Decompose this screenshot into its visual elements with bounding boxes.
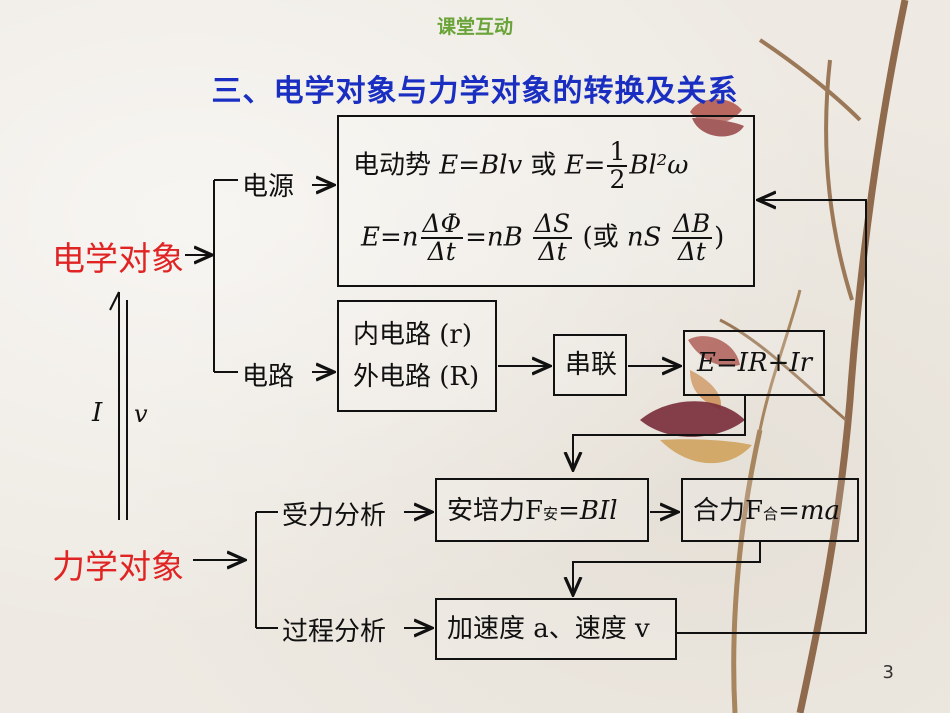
paren-close: ) [714, 222, 725, 253]
electric-object-label: 电学对象 [52, 239, 184, 278]
frac-den: Δt [538, 237, 567, 267]
ampere-force-text: 安培力F安=BIl [447, 494, 618, 529]
circuit-box: 内电路 (r) 外电路 (R) [337, 300, 497, 412]
series-text: 串联 [565, 350, 618, 380]
velocity-symbol: v [134, 400, 148, 428]
kirchhoff-box: E=IR+Ir [683, 330, 825, 396]
page-title: 三、电学对象与力学对象的转换及关系 [211, 74, 739, 109]
emf-faraday-lhs: E=n [361, 222, 419, 253]
net-rhs: =ma [778, 496, 841, 526]
frac-den: 2 [609, 165, 626, 195]
net-prefix: 合力F [693, 496, 764, 526]
frac-num: ΔB [671, 209, 713, 240]
net-force-box: 合力F合=ma [681, 478, 859, 542]
frac-den: Δt [427, 237, 456, 267]
net-force-text: 合力F合=ma [693, 494, 840, 529]
emf-faraday-mid: =nB [465, 222, 523, 253]
kirchhoff-text: E=IR+Ir [697, 348, 813, 378]
outer-circuit-text: 外电路 (R) [353, 362, 480, 392]
acceleration-text: 加速度 a、速度 v [447, 614, 650, 644]
emf-formula-blv: E=Blv [439, 150, 523, 181]
ampere-rhs: =BIl [558, 496, 618, 526]
page-number: 3 [882, 662, 894, 683]
header-label: 课堂互动 [436, 16, 513, 38]
source-label: 电源 [242, 172, 295, 202]
inner-circuit-text: 内电路 (r) [353, 320, 472, 350]
acceleration-box: 加速度 a、速度 v [435, 598, 677, 660]
mechanical-object-label: 力学对象 [52, 547, 184, 586]
frac-num: 1 [607, 137, 628, 168]
frac-den: Δt [677, 237, 706, 267]
frac-num: ΔΦ [420, 209, 464, 240]
circuit-label: 电路 [242, 362, 295, 392]
emf-or: 或 [530, 150, 557, 181]
ampere-prefix: 安培力F [447, 496, 544, 526]
emf-prefix: 电动势 [353, 150, 432, 181]
current-symbol: I [92, 398, 103, 428]
emf-or-2: 或 [592, 222, 619, 253]
butterfly-icon [688, 336, 740, 410]
ampere-force-box: 安培力F安=BIl [435, 478, 649, 542]
emf-rotating-lhs: E= [564, 150, 606, 181]
paren-open: ( [582, 222, 593, 253]
butterfly-icon [640, 401, 752, 464]
butterfly-icon [690, 98, 744, 137]
series-box: 串联 [553, 334, 627, 396]
process-analysis-label: 过程分析 [282, 617, 387, 647]
force-analysis-label: 受力分析 [282, 501, 387, 531]
frac-num: ΔS [532, 209, 573, 240]
emf-rotating-rhs: Bl²ω [629, 150, 689, 181]
emf-ns: nS [626, 222, 662, 253]
net-subscript: 合 [763, 505, 779, 523]
ampere-subscript: 安 [543, 505, 559, 523]
